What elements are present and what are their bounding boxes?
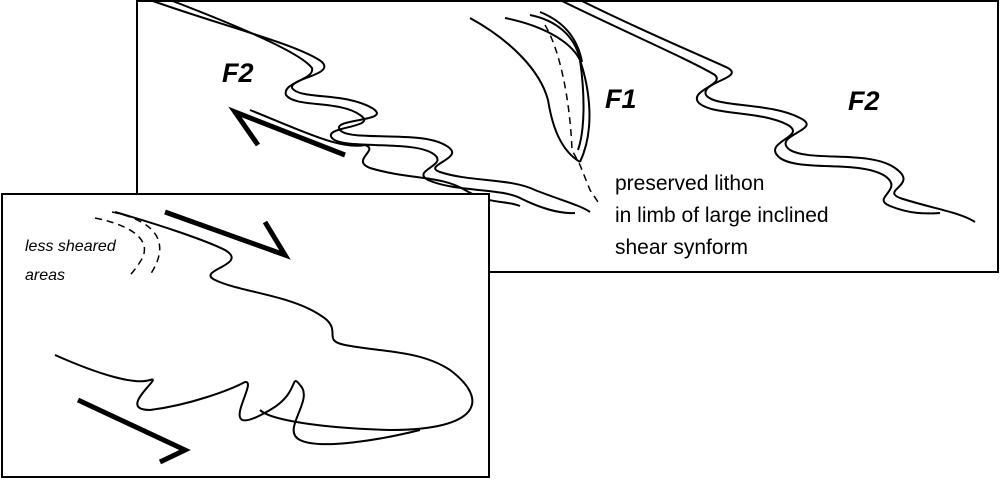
fold-label-f2-left: F2: [222, 58, 254, 88]
right-fold-layer-upper: [579, 0, 976, 223]
f1-fold-inner-2: [539, 11, 583, 63]
fold-label-f1: F1: [605, 84, 637, 114]
annotation-line-3: shear synform: [615, 236, 748, 259]
less-sheared-label-2: areas: [25, 267, 65, 284]
f1-axial-trace: [544, 24, 601, 206]
bottom-panel-frame: [1, 193, 490, 478]
annotation-line-1: preserved lithon: [615, 172, 764, 195]
shear-sense-half-arrow-upper: [164, 209, 291, 260]
f1-fold-inner-1: [529, 14, 585, 151]
annotation-line-2: in limb of large inclined: [615, 204, 829, 227]
sheared-layer-lower: [54, 354, 421, 446]
less-sheared-label-1: less sheared: [25, 238, 117, 255]
less-sheared-boundary-2: [111, 211, 161, 276]
bottom-panel: less sheared areas: [1, 193, 490, 478]
fold-label-f2-right: F2: [848, 86, 880, 116]
shear-sense-half-arrow-top: [228, 106, 346, 158]
sheared-layer-upper: [114, 211, 474, 432]
f1-fold-outer-left: [469, 17, 581, 163]
left-fold-layer-upper: [149, 0, 591, 213]
right-fold-layer-lower: [559, 0, 941, 215]
shear-sense-half-arrow-lower: [76, 397, 191, 465]
left-fold-layer-lower: [169, 0, 576, 215]
less-sheared-boundary-1: [94, 217, 146, 279]
